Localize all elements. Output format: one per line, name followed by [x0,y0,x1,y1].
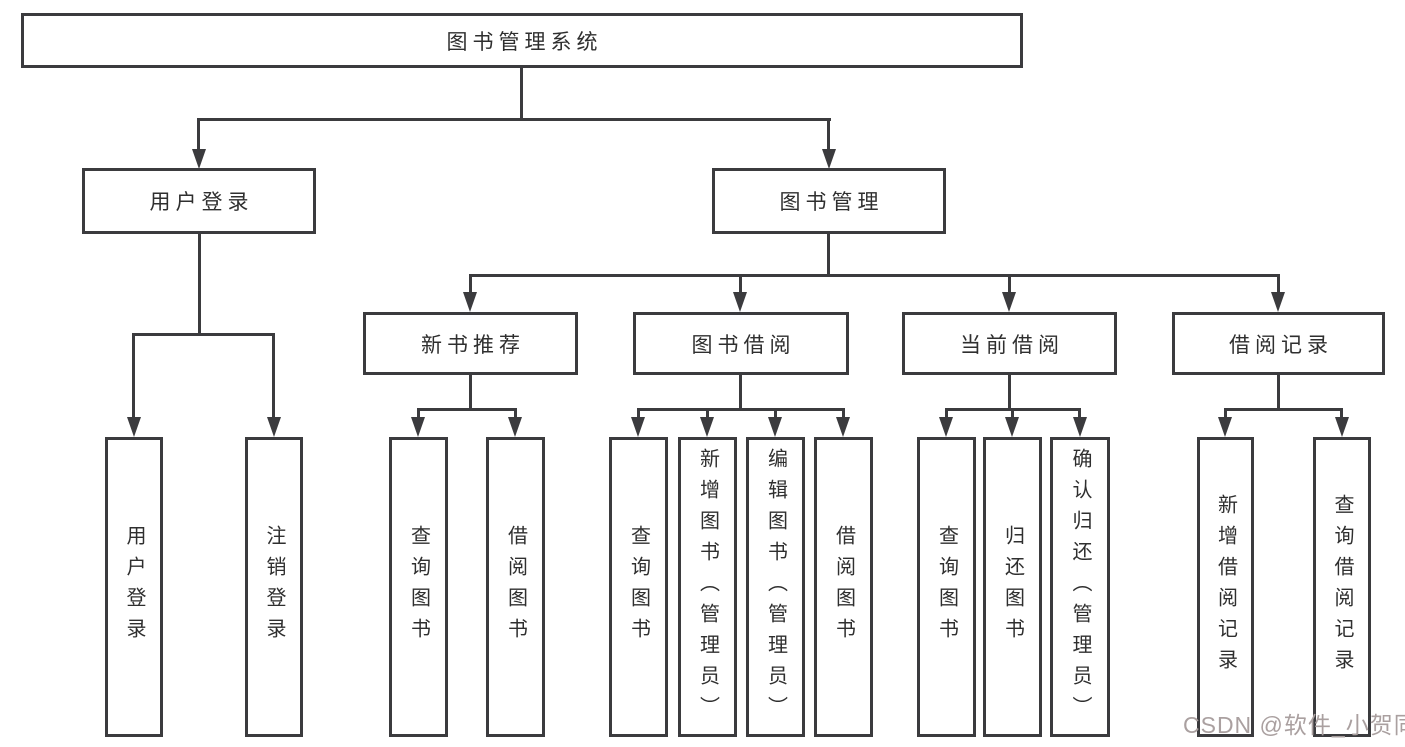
connector-hline [469,274,1280,277]
connector-vline [198,234,201,333]
arrowhead-down-icon [631,417,645,437]
leaf-newbook-query-books: 查询图书 [389,437,448,737]
node-label: 用户登录 [149,191,254,214]
connector-vline [842,408,845,418]
arrowhead-down-icon [1002,292,1016,312]
arrowhead-down-icon [733,292,747,312]
connector-hline [637,408,844,411]
connector-vline [1277,375,1280,408]
arrowhead-down-icon [192,149,206,169]
leaf-label: 注销登录 [263,525,285,649]
connector-vline [520,68,523,118]
leaf-label: 查询图书 [407,525,430,649]
connector-vline [417,408,420,418]
leaf-borrowing-query-books: 查询图书 [609,437,668,737]
connector-vline [514,408,517,418]
connector-hline [1224,408,1343,411]
connector-vline [739,375,742,408]
connector-vline [1008,375,1011,408]
arrowhead-down-icon [1073,417,1087,437]
connector-vline [739,274,742,293]
node-label: 图书借阅 [691,333,796,357]
leaf-borrowing-edit-books-admin: 编辑图书（管理员） [746,437,805,737]
connector-hline [132,333,275,336]
leaf-records-query-borrow-record: 查询借阅记录 [1313,437,1371,737]
arrowhead-down-icon [700,417,714,437]
leaf-records-add-borrow-record: 新增借阅记录 [1197,437,1254,737]
connector-vline [272,333,275,417]
arrowhead-down-icon [836,417,850,437]
leaf-user-login: 用户登录 [105,437,163,737]
leaf-label: 查询图书 [935,525,958,649]
connector-vline [774,408,777,418]
leaf-current-query-books: 查询图书 [917,437,976,737]
node-library-management-system: 图书管理系统 [21,13,1023,68]
arrowhead-down-icon [411,417,425,437]
connector-hline [197,118,831,121]
leaf-newbook-borrow-books: 借阅图书 [486,437,545,737]
leaf-label: 确认归还（管理员） [1069,447,1091,727]
connector-vline [827,118,830,150]
leaf-label: 查询图书 [627,525,650,649]
leaf-label: 编辑图书（管理员） [764,447,787,727]
connector-vline [637,408,640,418]
node-label: 图书管理 [779,191,884,214]
leaf-current-confirm-return-admin: 确认归还（管理员） [1050,437,1110,737]
node-label: 新书推荐 [421,333,525,357]
connector-vline [706,408,709,418]
arrowhead-down-icon [463,292,477,312]
leaf-label: 用户登录 [123,525,145,649]
arrowhead-down-icon [1218,417,1232,437]
node-label: 借阅记录 [1229,333,1333,357]
arrowhead-down-icon [127,417,141,437]
leaf-logout: 注销登录 [245,437,303,737]
arrowhead-down-icon [508,417,522,437]
connector-vline [469,274,472,293]
leaf-label: 查询借阅记录 [1331,494,1353,680]
node-current-borrowing: 当前借阅 [902,312,1117,375]
connector-vline [132,333,135,417]
arrowhead-down-icon [1335,417,1349,437]
leaf-label: 归还图书 [1001,525,1024,649]
leaf-label: 借阅图书 [504,525,527,649]
node-book-management: 图书管理 [712,168,946,234]
leaf-borrowing-add-books-admin: 新增图书（管理员） [678,437,737,737]
connector-vline [1011,408,1014,418]
connector-vline [1224,408,1227,418]
node-book-borrowing: 图书借阅 [633,312,849,375]
connector-hline [417,408,516,411]
connector-vline [197,118,200,150]
node-label: 图书管理系统 [446,30,603,54]
node-borrowing-records: 借阅记录 [1172,312,1385,375]
connector-vline [1340,408,1343,418]
arrowhead-down-icon [939,417,953,437]
connector-vline [469,375,472,408]
leaf-current-return-books: 归还图书 [983,437,1042,737]
leaf-label: 新增借阅记录 [1214,494,1237,680]
leaf-label: 新增图书（管理员） [696,447,719,727]
node-new-book-recommendation: 新书推荐 [363,312,578,375]
node-user-login: 用户登录 [82,168,316,234]
arrowhead-down-icon [1005,417,1019,437]
leaf-label: 借阅图书 [832,525,855,649]
csdn-watermark: CSDN @软件_小贺同学 [1183,712,1405,738]
connector-vline [827,234,830,274]
connector-vline [1277,274,1280,293]
arrowhead-down-icon [822,149,836,169]
leaf-borrowing-borrow-books: 借阅图书 [814,437,873,737]
connector-vline [1078,408,1081,418]
node-label: 当前借阅 [960,333,1064,357]
arrowhead-down-icon [1271,292,1285,312]
arrowhead-down-icon [267,417,281,437]
connector-vline [1008,274,1011,293]
arrowhead-down-icon [768,417,782,437]
connector-vline [945,408,948,418]
